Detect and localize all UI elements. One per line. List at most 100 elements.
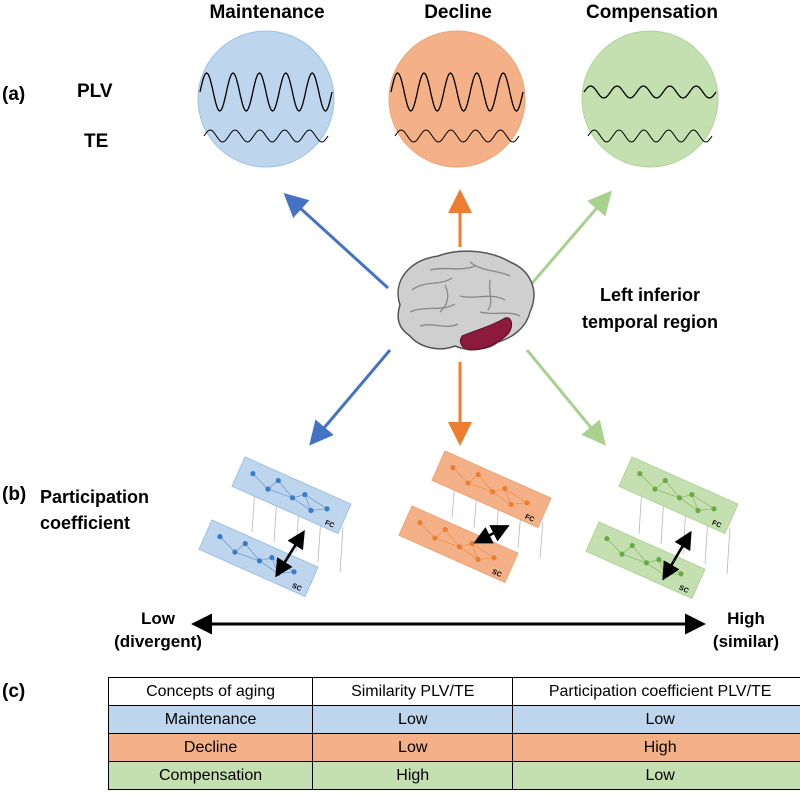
- fc-layer-compensation: FC: [618, 456, 739, 535]
- network-edge: [639, 473, 656, 490]
- network-node: [417, 520, 423, 526]
- fc-label: FC: [711, 520, 722, 530]
- network-edge: [459, 546, 479, 560]
- arrow-up-compensation: [526, 190, 612, 289]
- network-node: [217, 534, 223, 540]
- column-title-compensation: Compensation: [586, 2, 718, 23]
- network-node: [629, 542, 635, 549]
- network-node: [465, 480, 471, 486]
- network-node: [442, 526, 448, 533]
- fc-layer-decline: FC: [431, 450, 552, 529]
- network-edge: [419, 522, 436, 539]
- network-edge: [646, 562, 666, 576]
- network-node: [652, 486, 658, 492]
- arrow-up-maintenance: [283, 192, 390, 290]
- network-node: [662, 477, 668, 484]
- region-label-line-1: Left inferior: [599, 285, 700, 305]
- network-edge: [252, 473, 269, 490]
- participation-label-line-2: coefficient: [40, 513, 131, 533]
- network-edge: [467, 482, 493, 493]
- network-node: [308, 507, 314, 514]
- scale-high-line-1: High: [727, 609, 765, 628]
- network-node: [250, 471, 256, 477]
- network-node: [265, 486, 271, 492]
- scale-low-line-1: Low: [141, 609, 175, 628]
- network-edge: [278, 480, 293, 499]
- network-node: [469, 541, 475, 547]
- network-node: [711, 506, 717, 512]
- maintenance-circle: [197, 30, 335, 168]
- network-edge: [510, 502, 528, 505]
- network-node: [450, 465, 456, 471]
- scale-low-label: Low (divergent): [103, 607, 213, 653]
- network-node: [643, 560, 650, 566]
- network-panel-decline: FC SC: [398, 450, 552, 584]
- sc-plane-decline: [398, 505, 519, 584]
- network-node: [491, 555, 497, 561]
- plv-wave-decline: [390, 72, 524, 112]
- network-edge: [606, 538, 623, 555]
- network-edge: [445, 529, 460, 548]
- network-edge: [632, 545, 647, 564]
- network-edge: [478, 474, 493, 493]
- network-node: [695, 507, 701, 514]
- network-edge: [477, 557, 495, 560]
- network-edge: [504, 488, 512, 505]
- panel-label-c: (c): [2, 681, 26, 702]
- te-wave-maintenance: [203, 129, 329, 143]
- scale-high-line-2: (similar): [712, 632, 780, 651]
- table-cell: High: [512, 733, 800, 762]
- participation-label-line-1: Participation: [40, 487, 150, 507]
- network-node: [656, 557, 662, 563]
- te-wave-compensation: [587, 129, 713, 143]
- network-edge: [697, 508, 715, 511]
- similarity-arrow-compensation: [662, 530, 692, 581]
- row-label-te: TE: [84, 131, 109, 152]
- brain-illustration: [397, 250, 535, 351]
- network-edge: [492, 491, 512, 505]
- layer-link-decline: [539, 520, 544, 559]
- table-header-row: Concepts of aging Similarity PLV/TE Part…: [107, 677, 800, 706]
- inferior-temporal-region: [459, 317, 513, 351]
- fc-layer-maintenance: FC: [231, 456, 352, 535]
- network-edge: [691, 494, 715, 510]
- table-header-cell: Similarity PLV/TE: [312, 677, 514, 706]
- sc-label: SC: [491, 569, 503, 579]
- network-panel-compensation: FC SC: [585, 456, 739, 600]
- network-node: [524, 500, 530, 506]
- sc-layer-decline: SC: [398, 505, 519, 584]
- sc-label: SC: [678, 585, 690, 595]
- table-row-maintenance: Maintenance Low Low: [107, 705, 800, 734]
- table-cell: Low: [312, 733, 514, 762]
- network-edge: [304, 494, 328, 510]
- layer-link-compensation: [726, 526, 731, 575]
- network-node: [242, 540, 248, 547]
- network-node: [456, 544, 463, 550]
- network-node: [502, 486, 508, 492]
- network-node: [232, 549, 238, 555]
- table-header-cell: Participation coefficient PLV/TE: [512, 677, 800, 706]
- network-node: [489, 489, 496, 495]
- plv-wave-compensation: [583, 85, 717, 99]
- similarity-arrow-maintenance: [275, 529, 305, 578]
- network-edge: [304, 494, 312, 511]
- table-header-cell: Concepts of aging: [107, 677, 314, 706]
- network-edge: [245, 543, 260, 562]
- network-edge: [665, 480, 680, 499]
- network-node: [508, 501, 514, 508]
- network-edge: [292, 497, 312, 511]
- column-title-maintenance: Maintenance: [209, 2, 325, 23]
- table-cell: Low: [512, 705, 800, 734]
- network-edge: [234, 551, 260, 562]
- table-cell: Low: [312, 705, 514, 734]
- table-cell: Compensation: [107, 761, 314, 790]
- network-edge: [679, 497, 699, 511]
- network-node: [676, 495, 683, 501]
- fc-plane-maintenance: [231, 456, 352, 535]
- table-row-compensation: Compensation High Low: [107, 761, 800, 790]
- table-cell: Low: [512, 761, 800, 790]
- sc-layer-compensation: SC: [585, 521, 706, 600]
- te-wave-decline: [394, 129, 520, 143]
